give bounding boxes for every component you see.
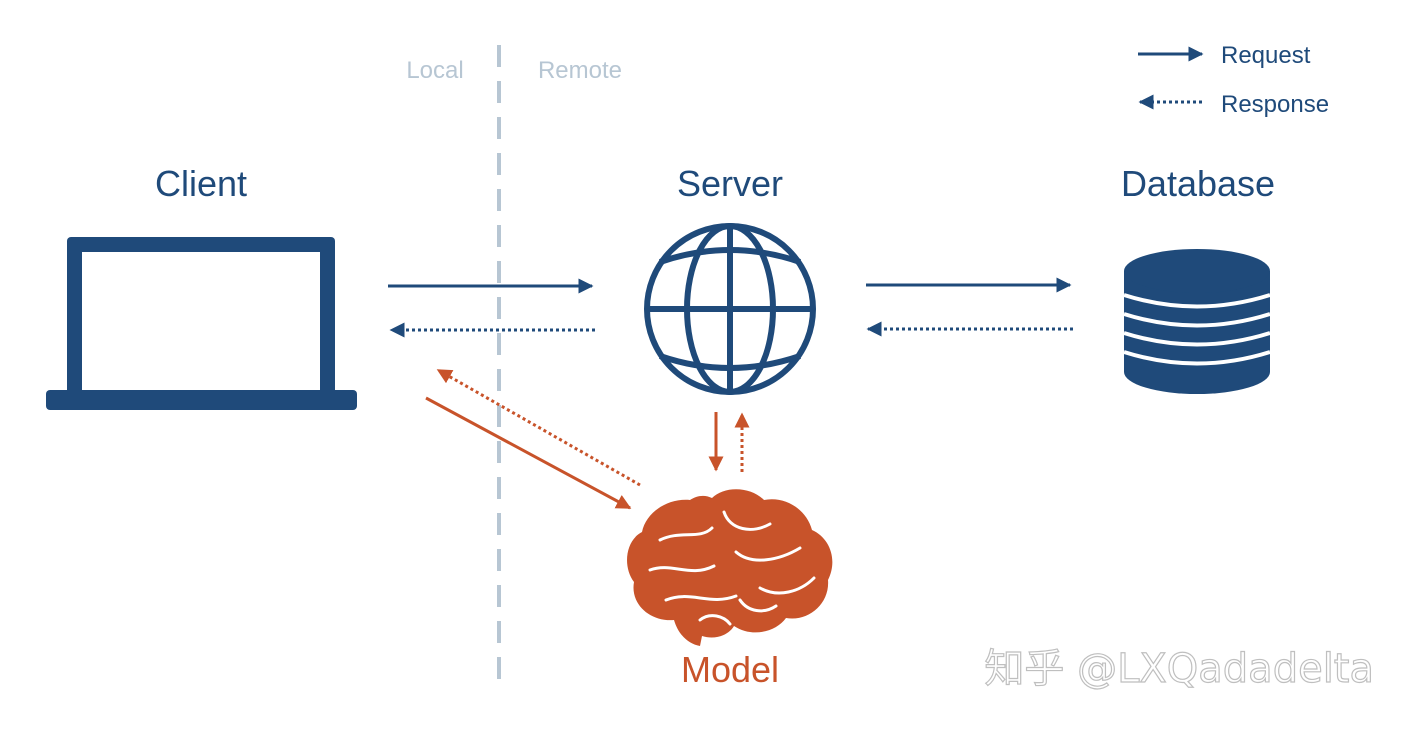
model-client-response-arrow <box>436 368 641 487</box>
watermark: 知乎 @LXQadadelta <box>984 646 1374 692</box>
model-label: Model <box>681 649 779 690</box>
zone-remote-label: Remote <box>538 57 622 84</box>
legend-response-label: Response <box>1221 91 1329 118</box>
client-label: Client <box>155 163 247 204</box>
laptop-icon <box>46 237 357 410</box>
legend-request-label: Request <box>1221 42 1311 69</box>
legend: Request Response <box>1138 42 1329 118</box>
brain-icon <box>627 489 833 646</box>
zone-local-label: Local <box>406 57 463 84</box>
client-model-request-arrow <box>425 396 632 510</box>
globe-icon <box>644 223 816 395</box>
database-label: Database <box>1121 163 1275 204</box>
database-icon <box>1123 249 1271 394</box>
server-label: Server <box>677 163 783 204</box>
